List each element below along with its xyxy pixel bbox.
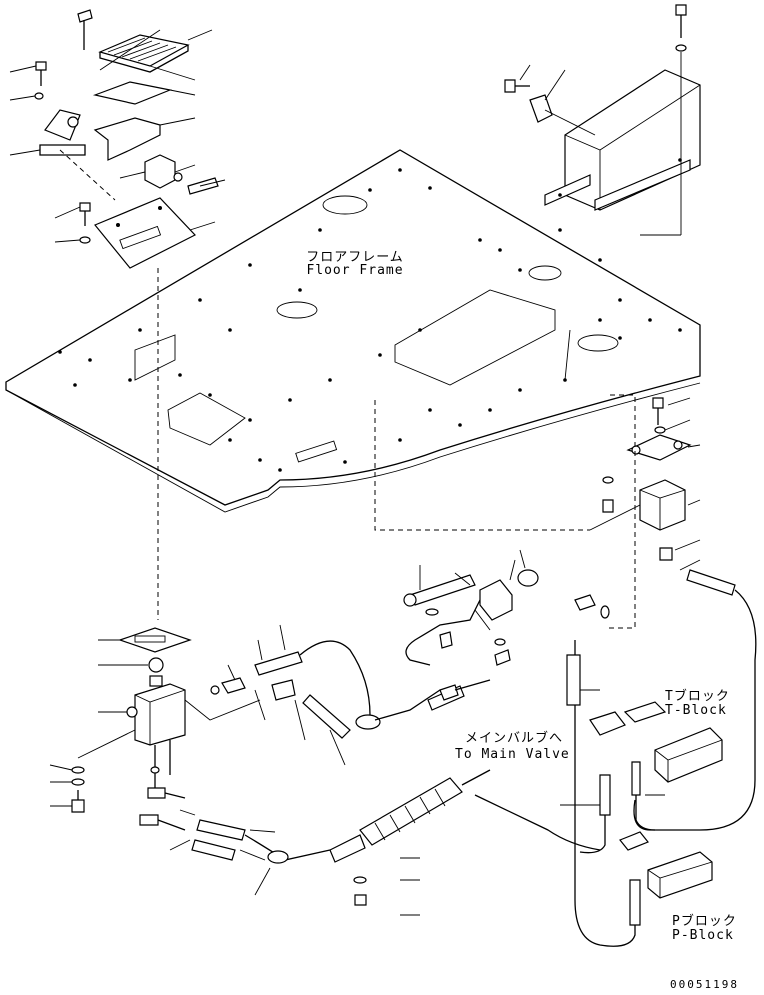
pressure-sensor: [374, 400, 590, 701]
pedal-valve: [49, 627, 331, 896]
frame-holes: [58, 168, 682, 472]
t-block: [560, 701, 723, 854]
hose-line: [184, 624, 601, 916]
p-block: [566, 594, 713, 947]
main-valve-label-en: To Main Valve: [455, 747, 570, 762]
main-valve-label-jp: メインバルブへ: [465, 731, 564, 746]
switch-cover: [504, 4, 701, 236]
valve-block-right: [589, 394, 757, 831]
p-block-label-jp: Pブロック: [672, 914, 737, 929]
t-block-label-en: T-Block: [665, 703, 727, 718]
floor-frame-label-jp: フロアフレーム: [306, 250, 404, 265]
pedal-assembly: [9, 9, 226, 620]
p-block-label-en: P-Block: [672, 928, 734, 943]
t-block-label-jp: Tブロック: [665, 689, 730, 704]
floor-frame-label-en: Floor Frame: [306, 263, 404, 278]
drawing-number: 00051198: [670, 978, 739, 991]
floor-frame-plate: [5, 149, 701, 513]
